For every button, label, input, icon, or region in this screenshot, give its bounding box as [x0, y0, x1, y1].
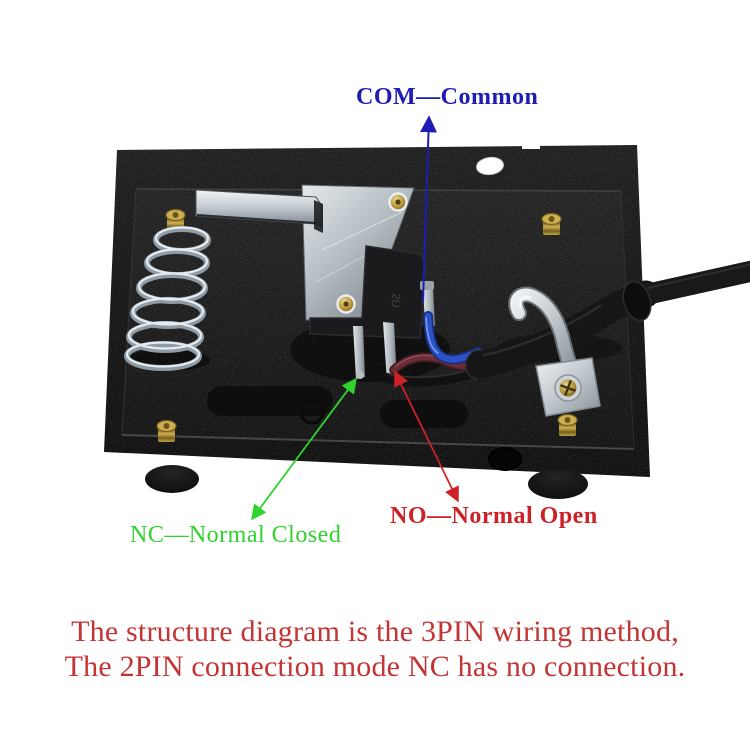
plate-scratch-1: [321, 211, 403, 251]
brass-screw-bottom-right: [557, 413, 578, 436]
arrow-no: [394, 370, 459, 503]
clamp-screw-cross: [560, 380, 576, 396]
nc-solder-blob: [356, 371, 364, 379]
coil-spring: [124, 226, 211, 371]
power-cable: [466, 260, 750, 379]
brass-screw-top-right: [541, 212, 562, 235]
plate-rivet-bottom-center: [343, 301, 349, 307]
blue-wire: [423, 311, 483, 365]
rubber-foot-left: [145, 465, 199, 493]
cable-grommet: [622, 280, 652, 322]
wiring: [382, 260, 750, 387]
arrow-com: [420, 115, 437, 303]
clamp-highlight: [518, 295, 532, 309]
nc-terminal: [353, 326, 365, 379]
plate-scratch-2: [315, 251, 373, 283]
floor-groove-right: [380, 400, 468, 428]
front-wall-hole: [488, 447, 522, 471]
caption-line-2: The 2PIN connection mode NC has no conne…: [64, 650, 686, 683]
brass-screws: [156, 208, 578, 442]
switch-assembly: [195, 184, 415, 321]
caption-line-1: The structure diagram is the 3PIN wiring…: [71, 615, 679, 648]
arrow-nc: [251, 377, 357, 521]
rubber-foot-right: [528, 469, 588, 499]
com-crimp: [420, 281, 434, 290]
plate-rivet-top-center: [395, 199, 401, 205]
com-label: COM—Common: [356, 84, 539, 110]
caption: The structure diagram is the 3PIN wiring…: [0, 614, 750, 684]
no-label: NO—Normal Open: [390, 503, 598, 529]
lever-bottom-edge: [196, 214, 317, 224]
lever-plate-seam: [314, 200, 323, 233]
mounting-hole: [476, 156, 504, 176]
nc-label: NC—Normal Closed: [130, 522, 342, 548]
micro-switch-body: [309, 245, 427, 339]
cable-clamp: [508, 286, 601, 417]
brass-screw-bottom-left: [156, 419, 177, 442]
annotation-arrows: [251, 115, 459, 521]
switch-marking: 2U: [388, 293, 402, 308]
